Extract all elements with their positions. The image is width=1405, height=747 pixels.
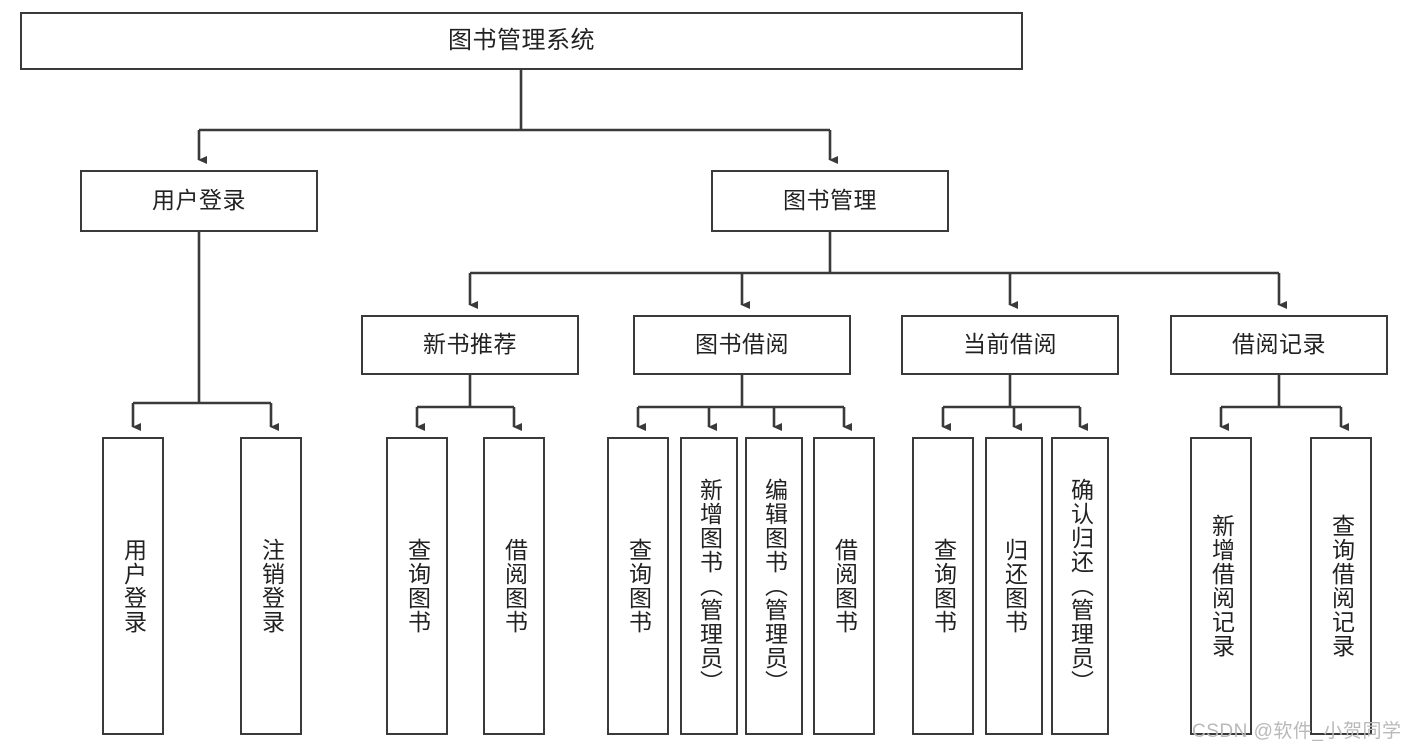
node-book-borrow[interactable]: 图书借阅 <box>633 315 851 375</box>
leaf-add-book-admin-label: 新增图书（管理员） <box>696 478 723 694</box>
node-book-borrow-label: 图书借阅 <box>695 331 789 358</box>
node-book-management[interactable]: 图书管理 <box>711 170 949 232</box>
node-root-label: 图书管理系统 <box>448 26 595 54</box>
edges-root-to-level2 <box>197 70 838 164</box>
node-user-login[interactable]: 用户登录 <box>80 170 318 232</box>
leaf-confirm-return-admin[interactable]: 确认归还（管理员） <box>1051 437 1109 735</box>
leaf-borrow-books[interactable]: 借阅图书 <box>813 437 875 735</box>
node-current-borrow[interactable]: 当前借阅 <box>901 315 1119 375</box>
node-new-book-recommend[interactable]: 新书推荐 <box>361 315 579 375</box>
leaf-query-books-recommend-label: 查询图书 <box>404 538 431 634</box>
leaf-user-login-label: 用户登录 <box>120 538 147 634</box>
node-root-system[interactable]: 图书管理系统 <box>20 12 1023 70</box>
edges-newbook-to-leaves <box>415 375 522 431</box>
leaf-query-books-current-label: 查询图书 <box>930 538 957 634</box>
node-current-borrow-label: 当前借阅 <box>963 331 1057 358</box>
edges-records-to-leaves <box>1219 375 1349 431</box>
leaf-borrow-books-recommend[interactable]: 借阅图书 <box>483 437 545 735</box>
node-borrow-records-label: 借阅记录 <box>1232 331 1326 358</box>
leaf-add-book-admin[interactable]: 新增图书（管理员） <box>680 437 738 735</box>
leaf-user-login[interactable]: 用户登录 <box>102 437 164 735</box>
leaf-logout[interactable]: 注销登录 <box>240 437 302 735</box>
edges-current-to-leaves <box>941 375 1088 431</box>
leaf-query-books-borrow-label: 查询图书 <box>625 538 652 634</box>
leaf-add-borrow-record[interactable]: 新增借阅记录 <box>1190 437 1252 735</box>
leaf-query-books-recommend[interactable]: 查询图书 <box>386 437 448 735</box>
node-book-management-label: 图书管理 <box>783 187 877 214</box>
edges-borrow-to-leaves <box>636 375 852 431</box>
node-borrow-records[interactable]: 借阅记录 <box>1170 315 1388 375</box>
leaf-query-borrow-record[interactable]: 查询借阅记录 <box>1310 437 1372 735</box>
node-user-login-label: 用户登录 <box>152 187 246 214</box>
edges-userlogin-to-leaves <box>131 232 279 431</box>
csdn-watermark: CSDN @软件_小贺同学 <box>1192 721 1402 742</box>
leaf-edit-book-admin-label: 编辑图书（管理员） <box>761 478 788 694</box>
leaf-add-borrow-record-label: 新增借阅记录 <box>1208 514 1235 658</box>
node-new-book-recommend-label: 新书推荐 <box>423 331 517 358</box>
leaf-logout-label: 注销登录 <box>258 538 285 634</box>
leaf-borrow-books-recommend-label: 借阅图书 <box>501 538 528 634</box>
leaf-edit-book-admin[interactable]: 编辑图书（管理员） <box>745 437 803 735</box>
leaf-query-borrow-record-label: 查询借阅记录 <box>1328 514 1355 658</box>
leaf-borrow-books-label: 借阅图书 <box>831 538 858 634</box>
edges-booksmgmt-to-level3 <box>468 232 1287 309</box>
leaf-query-books-current[interactable]: 查询图书 <box>912 437 974 735</box>
leaf-return-books-label: 归还图书 <box>1001 538 1028 634</box>
leaf-return-books[interactable]: 归还图书 <box>985 437 1043 735</box>
leaf-confirm-return-admin-label: 确认归还（管理员） <box>1067 478 1094 694</box>
leaf-query-books-borrow[interactable]: 查询图书 <box>607 437 669 735</box>
